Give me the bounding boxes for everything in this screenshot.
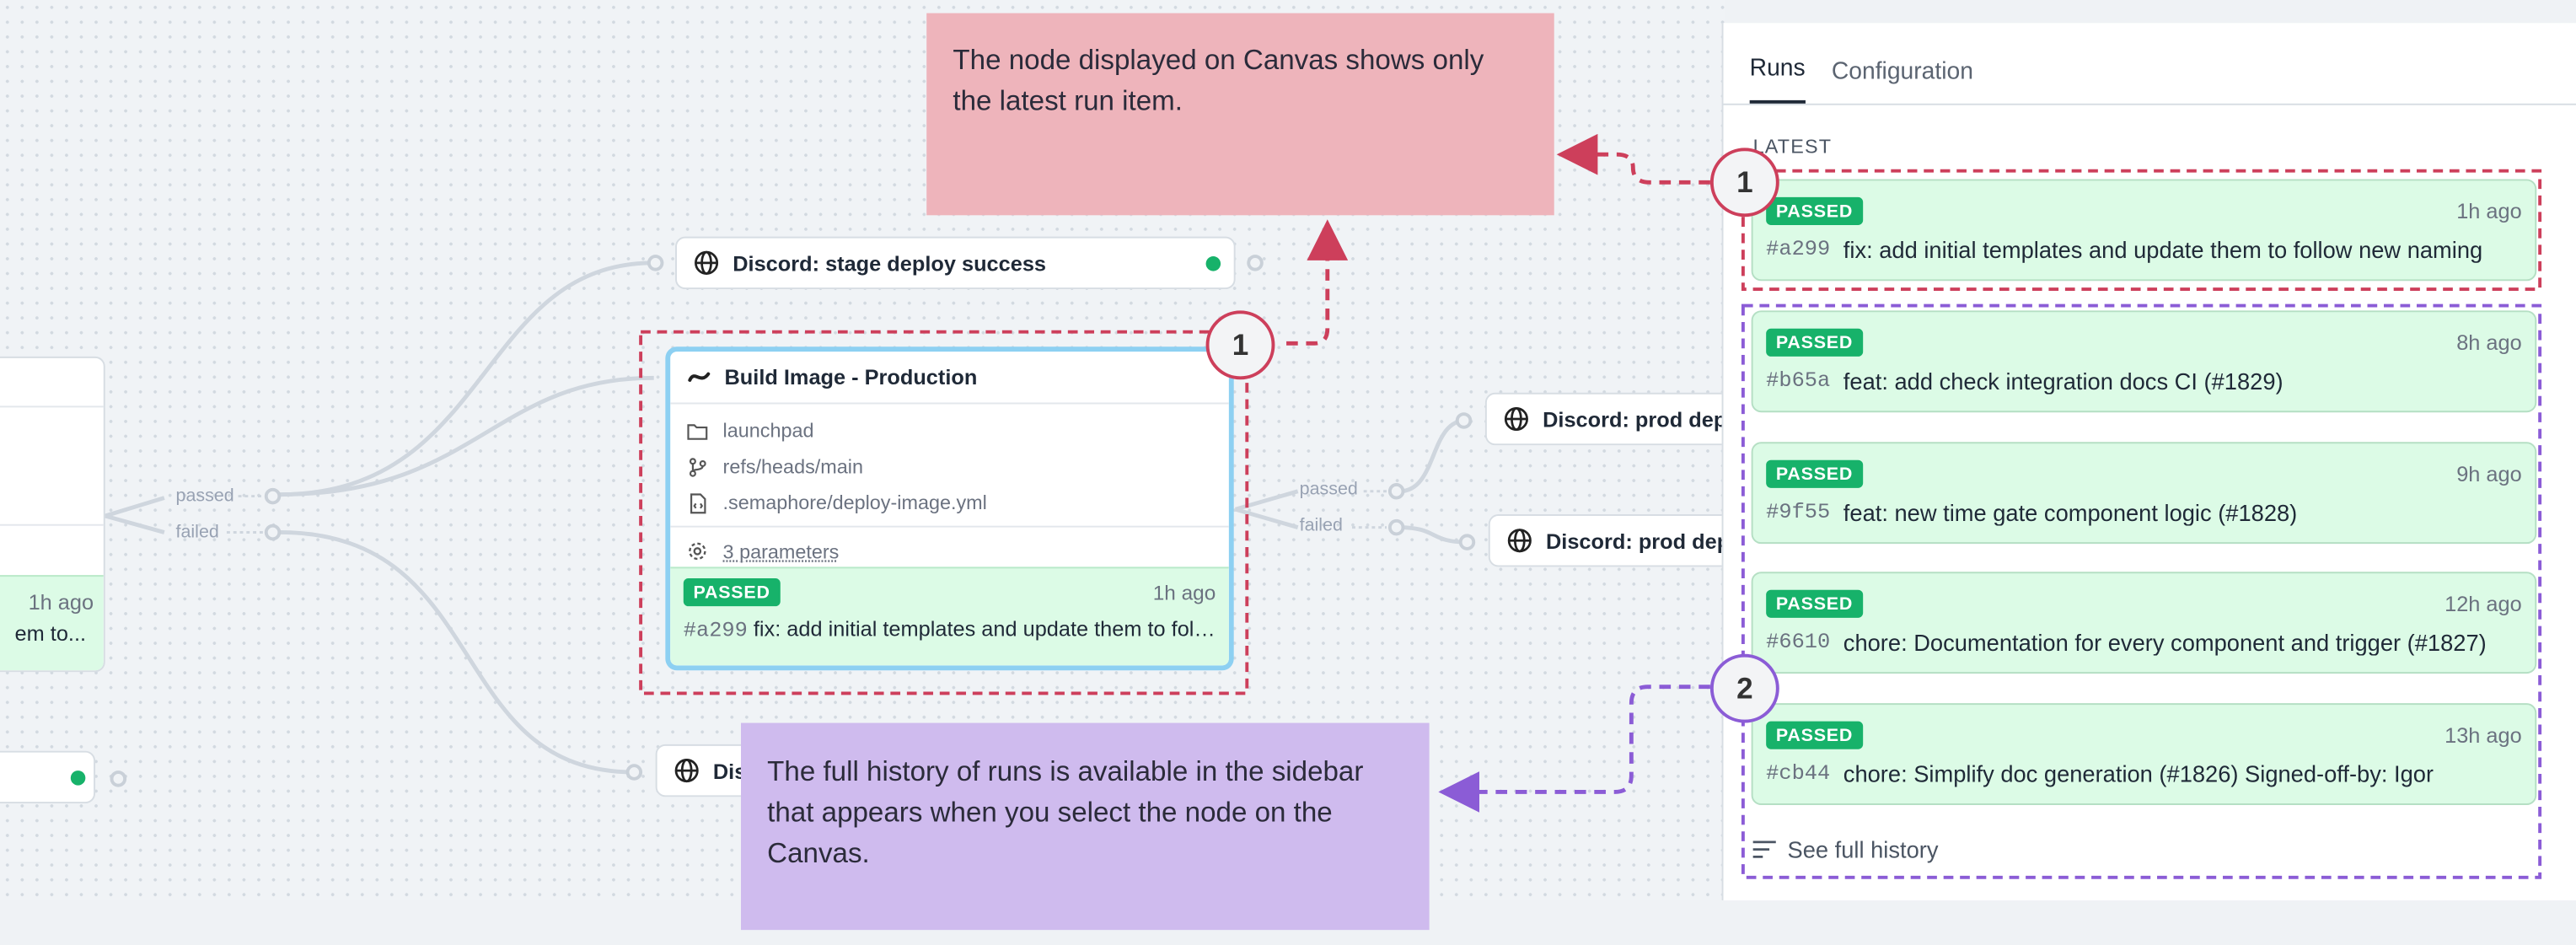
port-passed[interactable] — [264, 487, 282, 505]
wire-label-passed: passed — [175, 486, 234, 507]
globe-icon — [695, 250, 719, 275]
port-passed[interactable] — [1387, 483, 1405, 500]
port-in[interactable] — [1458, 534, 1476, 550]
node-discord-prod-deploy[interactable]: Discord: prod depl — [1484, 392, 1748, 446]
commit-hash: #6610 — [1766, 629, 1831, 654]
globe-icon — [1504, 406, 1528, 432]
wire-label-passed: passed — [1299, 480, 1358, 500]
status-badge: PASSED — [1766, 196, 1863, 225]
port-failed[interactable] — [264, 524, 282, 541]
port-failed[interactable] — [1387, 518, 1405, 536]
commit-hash: #a299 — [1766, 236, 1831, 261]
run-time: 1h ago — [2456, 197, 2522, 223]
port-in[interactable] — [1455, 412, 1473, 429]
git-branch-icon — [689, 457, 706, 476]
annotation-marker-1: 1 — [1205, 310, 1275, 380]
tab-configuration[interactable]: Configuration — [1831, 59, 1973, 86]
port-in[interactable] — [625, 764, 643, 781]
annotation-marker-2: 2 — [1709, 653, 1779, 723]
wire-label-failed: failed — [175, 522, 219, 543]
callout-full-history: The full history of runs is available in… — [740, 722, 1430, 931]
partial-node-message: em to... — [14, 620, 87, 646]
port-out[interactable] — [110, 770, 127, 787]
node-title: Build Image - Production — [724, 364, 978, 389]
status-badge: PASSED — [1766, 327, 1863, 356]
see-full-history-link[interactable]: See full history — [1752, 836, 1939, 863]
list-icon — [1752, 840, 1776, 858]
node-title: Discord: prod depl — [1543, 406, 1733, 432]
annotation-marker-1: 1 — [1709, 148, 1779, 217]
run-time: 8h ago — [2456, 329, 2522, 355]
latest-label: LATEST — [1752, 134, 1833, 158]
port-in[interactable] — [647, 255, 664, 271]
run-time: 1h ago — [1152, 580, 1216, 604]
parameters-link[interactable]: 3 parameters — [722, 540, 840, 563]
semaphore-icon — [688, 372, 711, 382]
node-title: Discord: stage deploy success — [733, 250, 1047, 276]
port-out[interactable] — [1247, 255, 1264, 271]
latest-run-item[interactable]: PASSED 1h ago #a299 fix: add initial tem… — [670, 566, 1229, 666]
run-time: 9h ago — [2456, 460, 2522, 486]
pipeline-file: .semaphore/deploy-image.yml — [722, 491, 987, 515]
project-name: launchpad — [722, 418, 814, 443]
run-time: 12h ago — [2445, 590, 2522, 615]
status-dot — [70, 770, 86, 786]
globe-icon — [674, 759, 699, 783]
see-full-history-label: See full history — [1787, 836, 1939, 863]
wire-label-failed: failed — [1299, 515, 1343, 536]
status-badge: PASSED — [1766, 588, 1863, 617]
commit-hash: #9f55 — [1766, 499, 1831, 524]
node-discord-prod-deploy[interactable]: Discord: prod dep — [1488, 514, 1752, 567]
commit-hash: #b65a — [1766, 368, 1831, 393]
sidebar-tabs: Runs Configuration — [1723, 23, 2576, 105]
gear-icon — [689, 542, 706, 561]
status-badge: PASSED — [1766, 459, 1863, 487]
callout-latest-run: The node displayed on Canvas shows only … — [926, 13, 1554, 216]
status-badge: PASSED — [1766, 720, 1863, 749]
commit-hash: #cb44 — [1766, 760, 1831, 786]
file-code-icon — [690, 492, 706, 513]
status-dot — [1205, 256, 1221, 271]
partial-node-left[interactable]: 1h ago em to... — [0, 356, 105, 673]
run-time: 13h ago — [2445, 722, 2522, 747]
git-ref: refs/heads/main — [722, 454, 863, 479]
globe-icon — [1507, 529, 1532, 553]
node-discord-stage-deploy[interactable]: Discord: stage deploy success — [675, 236, 1236, 290]
partial-node-bottom-left[interactable] — [0, 750, 96, 804]
status-badge: PASSED — [683, 578, 781, 607]
partial-node-time: 1h ago — [28, 589, 94, 615]
node-title: Discord: prod dep — [1546, 528, 1731, 553]
node-build-image-production[interactable]: Build Image - Production launchpad refs/… — [665, 346, 1234, 671]
tab-runs[interactable]: Runs — [1749, 56, 1806, 104]
folder-icon — [687, 423, 708, 439]
